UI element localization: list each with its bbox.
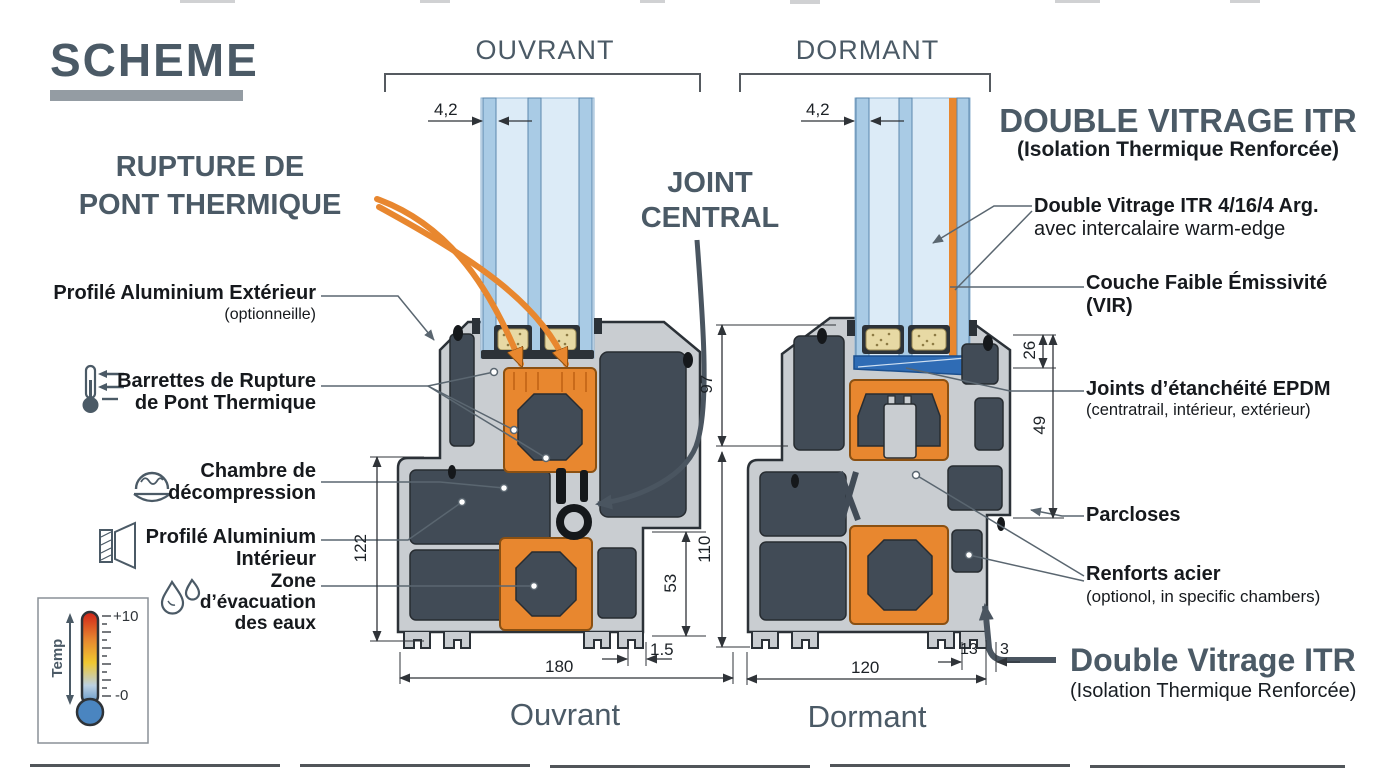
label-barrettes-line1: Barrettes de Rupture xyxy=(117,370,316,392)
legend-max-label: +10 xyxy=(113,608,139,625)
rupture-callout-line2: PONT THERMIQUE xyxy=(78,189,342,221)
dim-1-5: 1.5 xyxy=(650,640,674,659)
label-joints-epdm: Joints d’étanchéité EPDM xyxy=(1086,378,1331,400)
rupture-callout-line1: RUPTURE DE xyxy=(115,151,305,183)
label-chambre-line2: décompression xyxy=(168,482,316,504)
dv-top-title: DOUBLE VITRAGE ITR xyxy=(999,102,1357,139)
water-drops-icon xyxy=(160,578,201,615)
dim-26: 26 xyxy=(1019,340,1039,360)
label-renforts-sub: (optionol, in specific chambers) xyxy=(1086,587,1321,606)
label-couche-line1: Couche Faible Émissivité xyxy=(1086,272,1328,294)
decompression-chamber-icon xyxy=(133,471,171,503)
legend-axis-label: Temp xyxy=(48,638,66,678)
dormant-header: DORMANT xyxy=(795,35,940,65)
label-profil-int-line2: Intérieur xyxy=(235,548,316,570)
thermometer-arrows-icon xyxy=(82,364,124,413)
dimension-lines xyxy=(370,116,1064,685)
label-renforts: Renforts acier xyxy=(1086,563,1221,585)
joint-central-leader xyxy=(595,239,707,510)
label-profil-ext-sub: (optionneille) xyxy=(224,306,316,323)
dim-110: 110 xyxy=(694,535,714,563)
dormant-chambers xyxy=(759,335,1004,625)
dim-13: 13 xyxy=(960,641,978,658)
label-couche-line2: (VIR) xyxy=(1086,295,1133,317)
aluminium-wall-icon xyxy=(99,521,136,570)
label-barrettes-line2: de Pont Thermique xyxy=(134,392,316,414)
dim-53: 53 xyxy=(660,573,680,593)
label-profil-ext: Profilé Aluminium Extérieur xyxy=(53,282,316,304)
dim-122: 122 xyxy=(350,533,370,563)
temperature-legend xyxy=(37,597,149,744)
label-zone-line2: d’évacuation xyxy=(199,592,316,613)
joint-central-line2: CENTRAL xyxy=(640,202,780,234)
title-underline xyxy=(50,90,243,101)
page-title: SCHEME xyxy=(50,34,259,86)
label-vitrage-spec-line1: Double Vitrage ITR 4/16/4 Arg. xyxy=(1034,195,1319,217)
label-zone-line1: Zone xyxy=(270,571,316,592)
label-joints-epdm-sub: (centratrail, intérieur, extérieur) xyxy=(1086,401,1311,419)
joint-central-line1: JOINT xyxy=(667,167,753,199)
dormant-bracket xyxy=(739,73,991,92)
leader-lines xyxy=(321,205,1085,591)
label-zone-line3: des eaux xyxy=(234,613,316,634)
label-chambre-line1: Chambre de xyxy=(200,460,316,482)
dv-bottom-subtitle: (Isolation Thermique Renforcée) xyxy=(1070,680,1357,702)
dormant-caption: Dormant xyxy=(807,699,927,734)
dim-3: 3 xyxy=(1000,641,1009,658)
dv-top-subtitle: (Isolation Thermique Renforcée) xyxy=(1016,138,1340,161)
dv-bottom-title: Double Vitrage ITR xyxy=(1070,642,1356,678)
label-vitrage-spec-line2: avec intercalaire warm-edge xyxy=(1034,218,1286,240)
dim-180: 180 xyxy=(545,657,574,676)
dormant-glazing xyxy=(847,97,977,376)
gasket-screws xyxy=(448,325,1005,531)
ouvrant-chambers xyxy=(409,333,687,631)
thermal-break-arrows xyxy=(374,196,569,364)
dim-glass-dormant: 4,2 xyxy=(806,100,830,119)
ouvrant-caption: Ouvrant xyxy=(509,697,621,732)
edge-artifacts xyxy=(30,0,1345,768)
dim-97: 97 xyxy=(696,374,716,394)
dim-glass-ouvrant: 4,2 xyxy=(434,100,458,119)
label-profil-int-line1: Profilé Aluminium xyxy=(145,526,316,548)
legend-min-label: -0 xyxy=(115,687,129,704)
dim-120: 120 xyxy=(851,658,880,677)
ouvrant-header: OUVRANT xyxy=(475,35,615,65)
label-parcloses: Parcloses xyxy=(1086,504,1181,526)
joint-central-gasket xyxy=(556,468,592,540)
dim-49: 49 xyxy=(1029,415,1049,435)
ouvrant-bracket xyxy=(384,73,701,92)
